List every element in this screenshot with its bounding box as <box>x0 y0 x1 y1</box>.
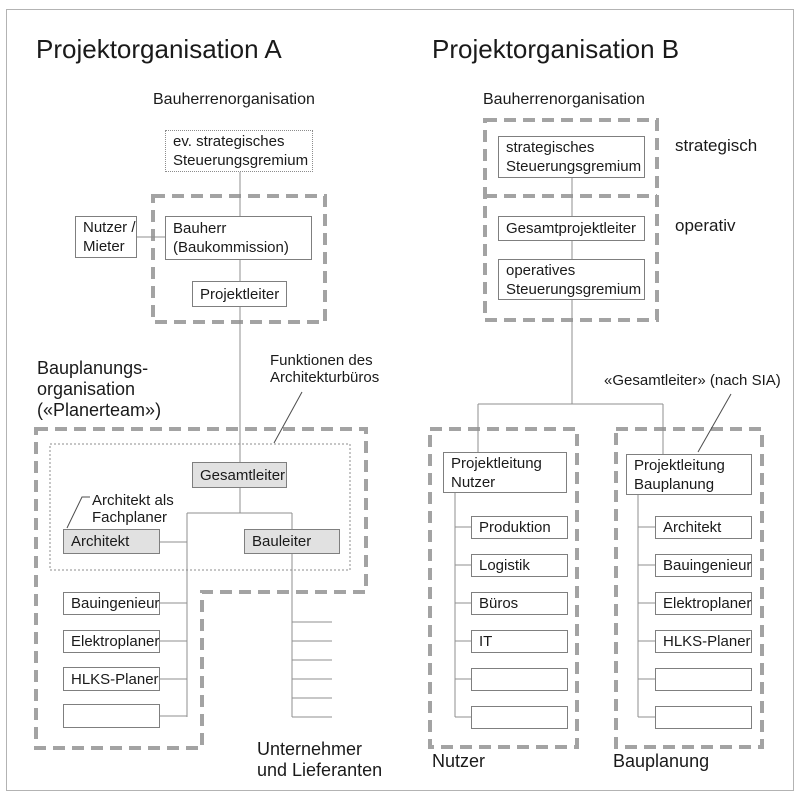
box-bauingenieur-b: Bauingenieur <box>655 554 752 577</box>
box-architekt-a: Architekt <box>63 529 160 554</box>
dashed-frame-bauherren-a <box>151 194 327 324</box>
connectors-org-b <box>454 178 664 718</box>
label-bauherrenorganisation-a: Bauherrenorganisation <box>153 91 315 108</box>
box-empty-bauplanung-1 <box>655 668 752 691</box>
box-ev-strategisches-steuerungsgremium: ev. strategisches Steuerungsgremium <box>165 130 313 172</box>
label-nutzer: Nutzer <box>432 751 486 771</box>
box-bauingenieur-a: Bauingenieur <box>63 592 160 615</box>
label-bauplanungsorganisation: Bauplanungs- organisation («Planerteam») <box>37 358 162 420</box>
pointer-architekt-fachplaner <box>66 496 90 529</box>
pointer-gesamtleiter-sia <box>697 393 732 453</box>
dashed-frame-bauherren-b <box>483 118 659 322</box>
label-operativ: operativ <box>675 216 736 235</box>
box-projektleiter: Projektleiter <box>192 281 287 307</box>
box-logistik: Logistik <box>471 554 568 577</box>
note-funktionen-architekturbuero: Funktionen des Architekturbüros <box>270 352 380 386</box>
label-unternehmer-lieferanten: Unternehmer und Lieferanten <box>257 739 383 780</box>
box-bauleiter: Bauleiter <box>244 529 340 554</box>
box-produktion: Produktion <box>471 516 568 539</box>
title-org-b: Projektorganisation B <box>432 34 680 64</box>
box-empty-a <box>63 704 160 728</box>
box-bueros: Büros <box>471 592 568 615</box>
box-projektleitung-nutzer: Projektleitung Nutzer <box>443 452 567 493</box>
label-bauplanung: Bauplanung <box>613 751 710 771</box>
dashed-frame-planerteam <box>34 427 368 750</box>
box-it: IT <box>471 630 568 653</box>
box-gesamtleiter: Gesamtleiter <box>192 462 287 488</box>
label-strategisch: strategisch <box>675 136 758 155</box>
box-projektleitung-bauplanung: Projektleitung Bauplanung <box>626 454 752 495</box>
box-hlks-planer-a: HLKS-Planer <box>63 667 160 691</box>
box-gesamtprojektleiter: Gesamtprojektleiter <box>498 216 645 241</box>
dashed-frame-bauplanung <box>614 427 764 749</box>
title-org-a: Projektorganisation A <box>36 34 282 64</box>
dashed-frame-nutzer <box>428 427 579 749</box>
box-nutzer-mieter: Nutzer / Mieter <box>75 216 137 258</box>
box-empty-nutzer-1 <box>471 668 568 691</box>
box-empty-nutzer-2 <box>471 706 568 729</box>
box-architekt-b: Architekt <box>655 516 752 539</box>
dashed-frames <box>34 118 764 750</box>
note-gesamtleiter-nach-sia: «Gesamtleiter» (nach SIA) <box>604 372 781 389</box>
label-bauherrenorganisation-b: Bauherrenorganisation <box>483 91 645 108</box>
box-empty-bauplanung-2 <box>655 706 752 729</box>
box-strategisches-steuerungsgremium: strategisches Steuerungsgremium <box>498 136 645 178</box>
box-hlks-planer-b: HLKS-Planer <box>655 630 752 653</box>
note-architekt-als-fachplaner: Architekt als Fachplaner <box>92 492 174 526</box>
box-bauherr-baukommission: Bauherr (Baukommission) <box>165 216 312 260</box>
box-operatives-steuerungsgremium: operatives Steuerungsgremium <box>498 259 645 300</box>
annotation-pointers <box>66 391 732 529</box>
box-elektroplaner-b: Elektroplaner <box>655 592 752 615</box>
dotted-frame-architekturbuero <box>49 443 351 571</box>
box-elektroplaner-a: Elektroplaner <box>63 630 160 653</box>
connectors-org-a <box>137 172 332 718</box>
pointer-funktionen <box>273 391 303 444</box>
page-border <box>6 9 794 791</box>
